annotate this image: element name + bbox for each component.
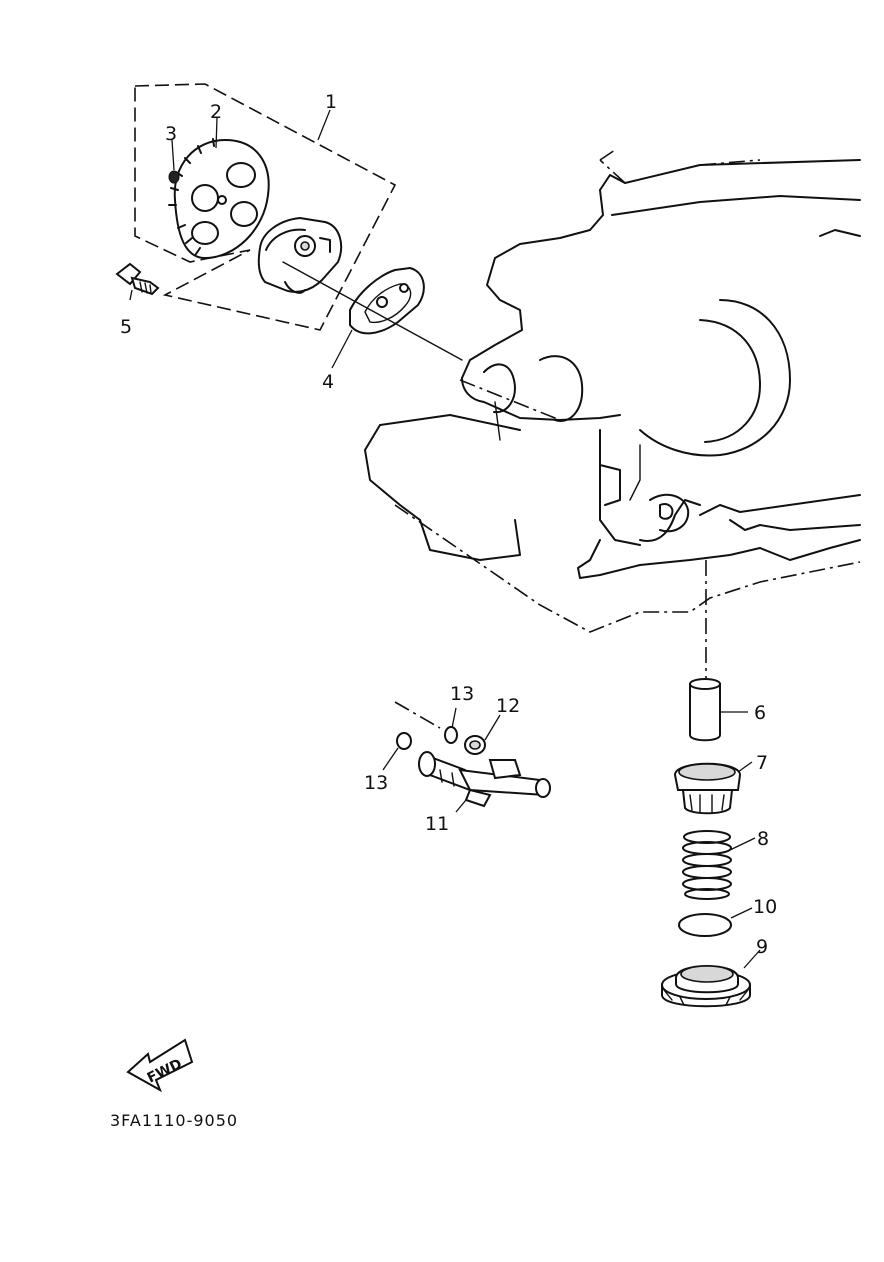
pipe-dash-box: [394, 701, 441, 729]
diagram-code: 3FA1110-9050: [110, 1111, 238, 1130]
label-9: 9: [756, 936, 768, 958]
bolt: [115, 262, 160, 296]
strainer-cap: [673, 762, 742, 815]
label-3: 3: [165, 123, 177, 145]
gasket: [349, 266, 425, 335]
label-6: 6: [754, 702, 766, 724]
alignment-lines: [282, 261, 463, 361]
part-number-labels: 1 2 3 4 5 6 7 8 9 10 11 12 13 13: [120, 91, 777, 958]
label-5: 5: [120, 316, 132, 338]
label-13-left: 13: [364, 772, 388, 794]
part-3-pin: [168, 170, 180, 184]
oil-pump-assembly-box: [134, 83, 397, 331]
label-2: 2: [210, 101, 222, 123]
o-ring: [678, 913, 732, 937]
o-ring-13-a: [444, 726, 458, 744]
leader-lines: [129, 109, 761, 969]
o-ring-12: [464, 735, 486, 755]
label-11: 11: [425, 813, 449, 835]
fwd-arrow-icon: FWD: [126, 1038, 194, 1093]
label-12: 12: [496, 695, 520, 717]
drain-plug: [661, 965, 751, 1008]
phantom-lines: [394, 149, 861, 680]
oil-pump-sprocket: [168, 138, 270, 260]
engine-crankcase: [364, 159, 861, 579]
o-ring-13-b: [396, 732, 412, 750]
label-4: 4: [322, 371, 334, 393]
label-8: 8: [757, 828, 769, 850]
label-13-top: 13: [450, 683, 474, 705]
pipe-assembly: [418, 751, 551, 808]
oil-pump-housing: [257, 216, 343, 294]
label-10: 10: [753, 896, 777, 918]
label-7: 7: [756, 752, 768, 774]
label-1: 1: [325, 91, 337, 113]
spring: [682, 830, 732, 900]
pipe: [689, 678, 721, 742]
